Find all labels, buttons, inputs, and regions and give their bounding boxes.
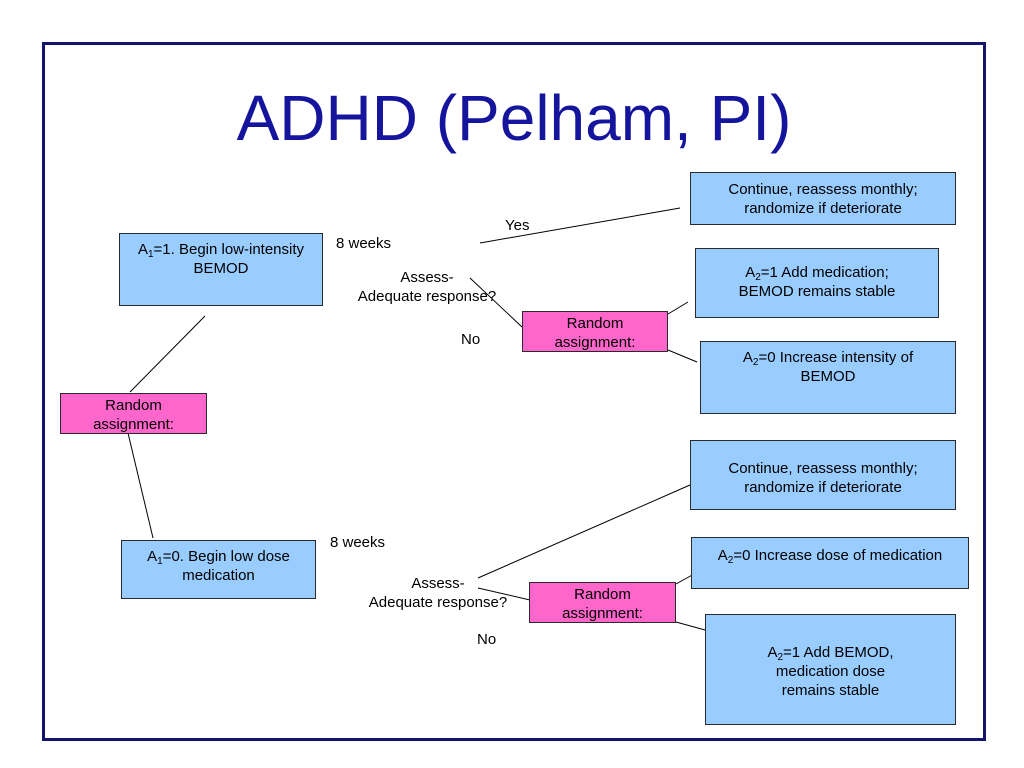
no-label-bottom: No	[477, 631, 497, 648]
assess-line1-bottom: Assess-	[411, 575, 465, 592]
opt-bottom2-var: A	[767, 644, 778, 661]
a1-0-text-line2: medication	[182, 567, 255, 584]
opt-top1-var: A	[745, 264, 756, 281]
opt-bottom1-var: A	[717, 547, 728, 564]
opt-top2-text: =0 Increase intensity of	[758, 349, 914, 366]
a1-0-sub: 1	[157, 556, 163, 567]
opt-top2-sub: 2	[752, 357, 759, 368]
connector-a1-1-to-random	[129, 315, 206, 393]
assess-line1-top: Assess-	[400, 269, 454, 286]
assess-label-top: Assess- Adequate response?	[342, 268, 512, 306]
a1-1-sub: 1	[147, 249, 154, 260]
opt-add-bemod-box: A2=1 Add BEMOD, medication dose remains …	[705, 614, 956, 725]
continue-bottom-line1: Continue, reassess monthly;	[728, 460, 918, 477]
random-assignment-box-stage1: Random assignment:	[60, 393, 207, 434]
weeks-label-bottom: 8 weeks	[330, 534, 386, 551]
assess-label-bottom: Assess- Adequate response?	[353, 574, 523, 612]
opt-bottom2-sub: 2	[777, 652, 784, 663]
connector-random-top-to-opt2	[667, 349, 698, 363]
a1-1-text: =1. Begin low-intensity	[153, 241, 305, 258]
opt-increase-dose-box: A2=0 Increase dose of medication	[691, 537, 969, 589]
continue-top-line2: randomize if deteriorate	[744, 200, 902, 217]
no-label-top: No	[461, 331, 481, 348]
opt-bottom1-text: =0 Increase dose of medication	[733, 547, 943, 564]
slide-frame	[42, 42, 986, 741]
slide-title: ADHD (Pelham, PI)	[236, 82, 792, 154]
assess-line2-top: Adequate response?	[357, 288, 497, 305]
random-top-line1: Random	[566, 315, 624, 332]
connector-assess-to-continue-bottom	[477, 484, 691, 579]
continue-bottom-line2: randomize if deteriorate	[744, 479, 902, 496]
random-label-line1: Random	[105, 397, 162, 414]
continue-box-top: Continue, reassess monthly; randomize if…	[690, 172, 956, 225]
a1-1-text-line2: BEMOD	[193, 260, 249, 277]
connector-random-top-to-opt1	[667, 301, 689, 315]
random-bottom-line2: assignment:	[562, 605, 643, 622]
connector-random-bottom-to-opt2	[675, 621, 706, 631]
continue-top-line1: Continue, reassess monthly;	[728, 181, 918, 198]
weeks-label-top: 8 weeks	[336, 235, 392, 252]
opt-top1-text-line2: BEMOD remains stable	[738, 283, 896, 300]
opt-top2-text-line2: BEMOD	[800, 368, 856, 385]
random-top-line2: assignment:	[554, 334, 636, 351]
opt-bottom2-text-line3: remains stable	[781, 682, 880, 699]
assess-line2-bottom: Adequate response?	[368, 594, 508, 611]
a1-0-box: A1=0. Begin low dose medication	[121, 540, 316, 599]
opt-increase-intensity-box: A2=0 Increase intensity of BEMOD	[700, 341, 956, 414]
a1-1-var: A	[137, 241, 148, 258]
a1-1-box: A1=1. Begin low-intensity BEMOD	[119, 233, 323, 306]
random-assignment-box-bottom: Random assignment:	[529, 582, 676, 623]
opt-bottom2-text: =1 Add BEMOD,	[783, 644, 894, 661]
random-assignment-box-top: Random assignment:	[522, 311, 668, 352]
a1-0-var: A	[147, 548, 158, 565]
connector-assess-to-random-bottom	[477, 587, 531, 601]
opt-top2-var: A	[742, 349, 753, 366]
a1-0-text: =0. Begin low dose	[162, 548, 290, 565]
opt-top1-text: =1 Add medication;	[760, 264, 889, 281]
opt-bottom1-sub: 2	[727, 555, 734, 566]
connector-random-to-a1-0	[127, 432, 154, 539]
opt-add-medication-box: A2=1 Add medication; BEMOD remains stabl…	[695, 248, 939, 318]
connector-yes-to-continue-top	[479, 207, 681, 244]
continue-box-bottom: Continue, reassess monthly; randomize if…	[690, 440, 956, 510]
random-bottom-line1: Random	[574, 586, 631, 603]
random-label-line2: assignment:	[93, 416, 174, 433]
yes-label-top: Yes	[505, 217, 530, 234]
connector-assess-to-random-top	[469, 277, 523, 328]
opt-bottom2-text-line2: medication dose	[775, 663, 886, 680]
opt-top1-sub: 2	[755, 272, 761, 283]
